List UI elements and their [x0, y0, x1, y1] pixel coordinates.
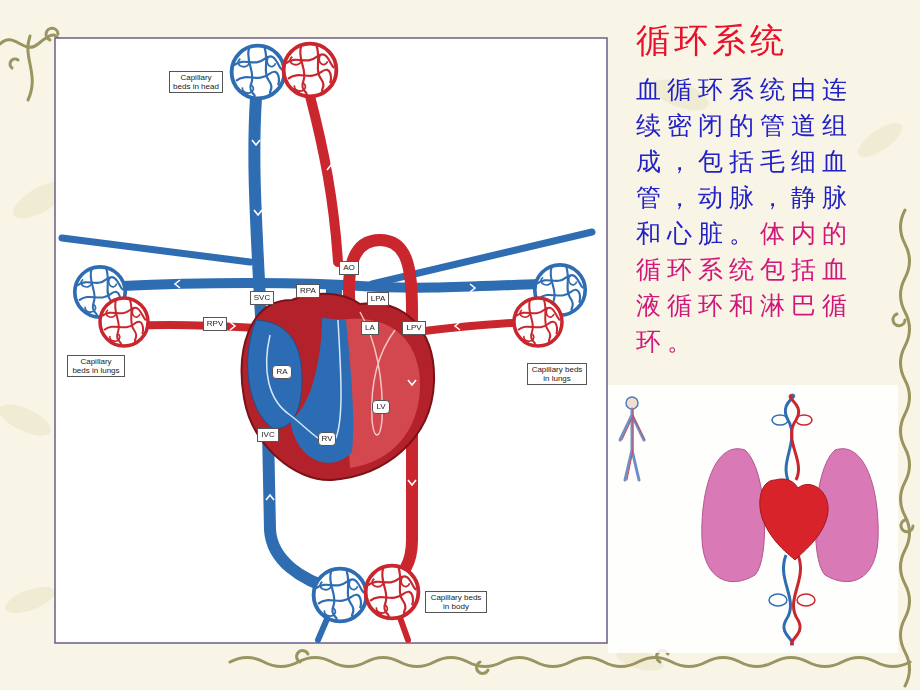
side-illustration-part [796, 415, 812, 425]
side-illustration-part [783, 555, 792, 645]
side-illustration-part [608, 385, 898, 653]
vine-border-part [901, 520, 913, 532]
side-illustration-part [760, 479, 828, 560]
node-label: RV [322, 434, 333, 443]
structure-label-box: IVC [257, 428, 278, 441]
blood-vessels-part [310, 96, 338, 262]
flow-arrows [175, 140, 475, 500]
heart [242, 294, 434, 480]
side-illustration-part [622, 409, 645, 480]
node-label: AO [343, 263, 355, 272]
capillary-beds-part [366, 566, 419, 619]
node-label: SVC [254, 293, 270, 302]
node-label: Capillary beds in lungs [531, 365, 583, 383]
blood-vessels [62, 96, 592, 640]
blood-vessels-part [385, 322, 530, 336]
node-label: RPV [207, 319, 223, 328]
heart-part [248, 320, 302, 428]
flow-arrows-part [327, 165, 335, 170]
region-label-box: Capillary beds in lungs [67, 355, 125, 377]
flow-arrows-part [252, 140, 260, 145]
side-illustration-part [797, 594, 815, 606]
node-label: RPA [300, 286, 316, 295]
node-label: LPA [371, 294, 386, 303]
side-illustration-part [790, 395, 798, 480]
structure-label-box: LA [361, 321, 379, 334]
vine-border-part [901, 210, 910, 686]
capillary-beds [75, 44, 585, 622]
region-label-box: Capillary beds in head [169, 71, 223, 93]
heart-part [290, 318, 353, 463]
vine-border-part [297, 651, 308, 662]
structure-label-box: SVC [250, 291, 274, 304]
node-label: IVC [261, 430, 274, 439]
vine-border-part [230, 658, 910, 667]
background-leaves-part [2, 582, 58, 619]
region-label-box: Capillary beds in body [425, 591, 487, 613]
flow-arrows-part [254, 210, 262, 215]
structure-label-box: LPA [367, 292, 390, 305]
node-label: LA [365, 323, 375, 332]
flow-arrows-part [266, 495, 274, 500]
structure-label-box: RPA [296, 284, 320, 297]
side-illustration-part [620, 409, 644, 480]
vine-border-part [28, 36, 32, 100]
flow-arrows-part [408, 380, 416, 385]
capillary-beds-part [284, 44, 337, 97]
heart-part [242, 294, 434, 480]
structure-label-box: RV [318, 432, 337, 445]
structure-label-box: RA [272, 365, 291, 378]
node-label: Capillary beds in body [429, 593, 483, 611]
side-illustration-part [791, 555, 800, 645]
slide-title: 循环系统 [636, 20, 788, 60]
vine-border [0, 28, 913, 686]
vine-border-part [477, 662, 488, 673]
node-label: LPV [406, 323, 421, 332]
side-illustration-part [772, 415, 788, 425]
structure-label-box: LPV [402, 321, 425, 334]
node-label: LV [376, 402, 385, 411]
region-label-box: Capillary beds in lungs [527, 363, 587, 385]
side-illustration-part [626, 397, 638, 409]
vine-border-part [10, 59, 18, 68]
side-illustration [608, 385, 898, 653]
flow-arrows-part [408, 480, 416, 485]
side-illustration-part [769, 594, 787, 606]
node-label: Capillary beds in lungs [71, 357, 121, 375]
background-leaves-part [853, 117, 907, 163]
side-illustration-part [702, 449, 765, 582]
structure-label-box: LV [372, 400, 389, 413]
flow-arrows-part [470, 284, 475, 292]
structure-label-box: RPV [203, 317, 227, 330]
body-text: 血循环系统由连续密闭的管道组成，包括毛细血管，动脉，静脉和心脏。体内的循环系统包… [636, 72, 858, 360]
vine-border-part [893, 314, 905, 326]
heart-part [267, 320, 341, 443]
structure-label-box: AO [339, 261, 359, 274]
capillary-beds-part [232, 46, 285, 99]
node-label: Capillary beds in head [173, 73, 219, 91]
capillary-beds-part [100, 298, 148, 346]
blood-vessels-part [62, 238, 250, 262]
capillary-beds-part [514, 298, 562, 346]
heart-part [360, 312, 395, 435]
diagram-frame [55, 38, 607, 643]
node-label: RA [276, 367, 287, 376]
flow-arrows-part [175, 280, 180, 288]
background-leaves-part [0, 398, 55, 442]
flow-arrows-part [455, 322, 460, 330]
capillary-beds-part [314, 569, 367, 622]
flow-arrows-part [230, 322, 235, 330]
